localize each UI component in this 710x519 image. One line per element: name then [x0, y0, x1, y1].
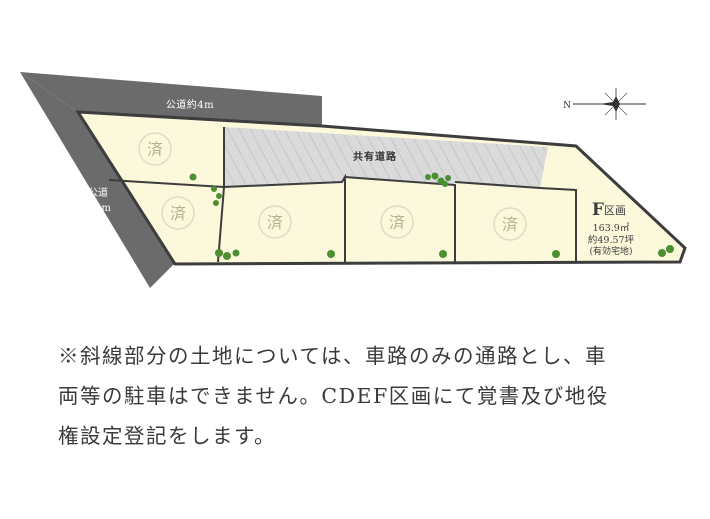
lot-lines: [108, 127, 577, 263]
shared-road-area: [224, 127, 548, 188]
site-plan-diagram: 済 済 済 済 済 公道約4m 公道 約4m 共有道路: [20, 72, 687, 288]
public-road-left-label-2: 約4m: [85, 201, 111, 214]
svg-text:済: 済: [170, 204, 186, 223]
note-line-2: 両等の駐車はできません。CDEF区画にて覚書及び地役: [58, 384, 609, 408]
sold-mark-plot-3: 済: [258, 205, 292, 239]
plot-f-info: F 区画 163.9㎡ 約49.57坪 (有効宅地): [588, 200, 635, 257]
svg-text:済: 済: [267, 213, 283, 232]
shared-road-label: 共有道路: [353, 150, 397, 163]
note-line-1: ※斜線部分の土地については、車路のみの通路とし、車: [58, 344, 607, 368]
plot-f-letter: F: [592, 200, 604, 220]
plot-f-area-tsubo: 約49.57坪: [588, 234, 635, 246]
compass-icon: N: [563, 88, 646, 120]
sold-mark-plot-5: 済: [493, 207, 527, 241]
public-road-left-label-1: 公道: [88, 186, 108, 199]
svg-text:済: 済: [502, 215, 518, 234]
plot-f-area-note: (有効宅地): [589, 245, 632, 257]
svg-text:済: 済: [389, 213, 405, 232]
sold-mark-plot-4: 済: [380, 205, 414, 239]
sold-mark-plot-2: 済: [161, 196, 195, 230]
svg-text:N: N: [563, 101, 571, 111]
public-road-top-label: 公道約4m: [166, 98, 214, 111]
site-border: [75, 110, 687, 266]
parking-note: ※斜線部分の土地については、車路のみの通路とし、車 両等の駐車はできません。CD…: [58, 336, 688, 456]
plot-f-area-sqm: 163.9㎡: [593, 223, 630, 234]
svg-text:済: 済: [147, 140, 163, 159]
trees: [189, 172, 674, 260]
sold-mark-plot-1: 済: [138, 132, 172, 166]
public-road-left: [20, 72, 175, 288]
sold-markers: 済 済 済 済 済: [138, 132, 527, 241]
note-line-3: 権設定登記をします。: [58, 424, 276, 448]
plot-f-suffix: 区画: [604, 204, 626, 217]
